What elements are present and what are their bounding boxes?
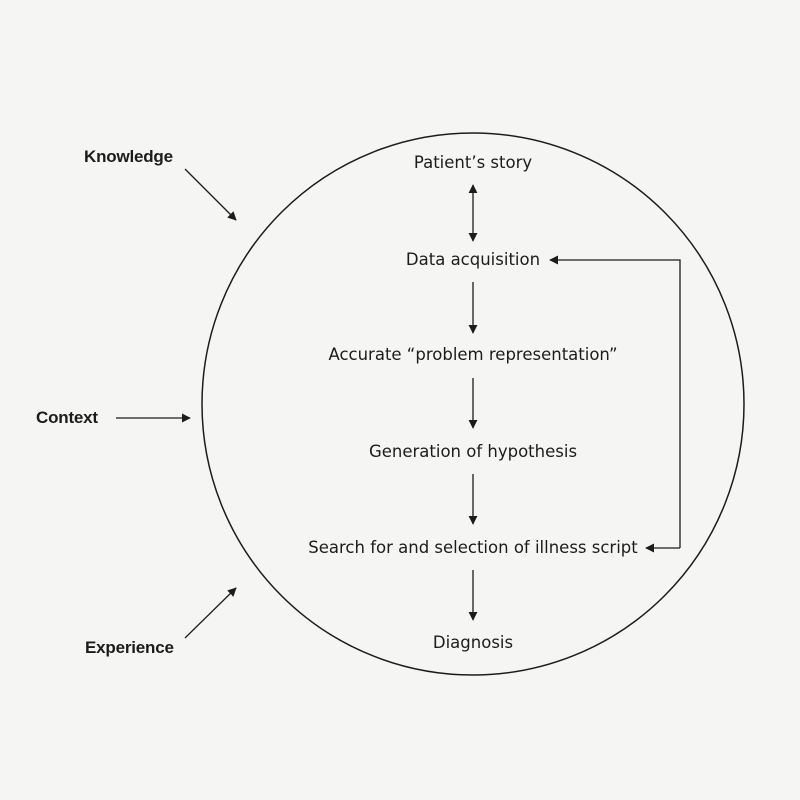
step-patient-story: Patient’s story bbox=[413, 153, 533, 172]
knowledge-arrow bbox=[184, 168, 237, 221]
reasoning-circle bbox=[201, 132, 745, 676]
experience-label: Experience bbox=[85, 638, 174, 657]
knowledge-label: Knowledge bbox=[84, 147, 173, 166]
step-problem-representation: Accurate “problem representation” bbox=[328, 345, 618, 364]
step-illness-script: Search for and selection of illness scri… bbox=[308, 538, 638, 557]
step-data-acquisition: Data acquisition bbox=[405, 250, 541, 269]
context-label: Context bbox=[36, 408, 98, 427]
step-hypothesis-generation: Generation of hypothesis bbox=[368, 442, 578, 461]
step-diagnosis: Diagnosis bbox=[432, 633, 514, 652]
feedback-loop-to-data-acquisition bbox=[549, 255, 681, 548]
experience-arrow bbox=[184, 587, 237, 639]
